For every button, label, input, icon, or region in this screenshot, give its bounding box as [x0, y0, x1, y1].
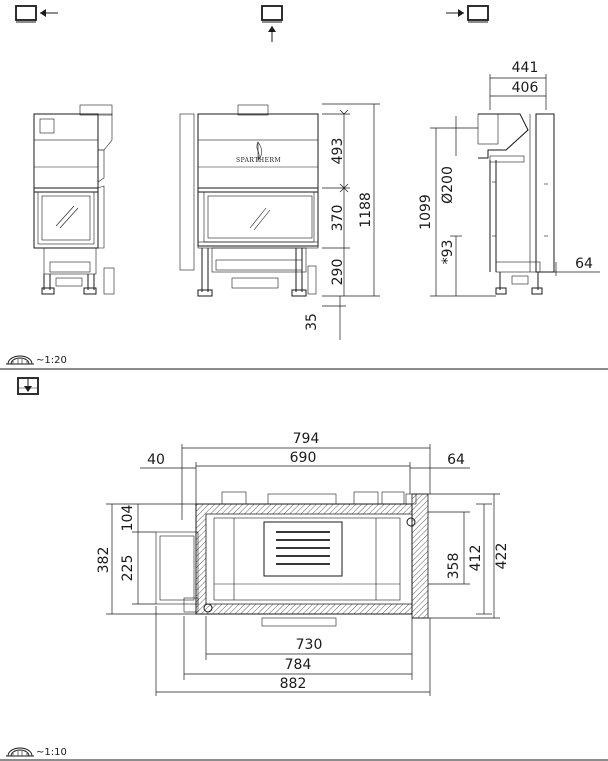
left-side-view	[33, 104, 115, 295]
dim-422: 422	[494, 543, 510, 570]
dim-40: 40	[147, 452, 165, 468]
scale-icon-2	[6, 747, 34, 757]
dim-493: 493	[330, 138, 346, 165]
dim-784: 784	[285, 657, 312, 673]
brand-logo-text: SPARTHERM	[236, 157, 281, 164]
dim-d200: Ø200	[440, 166, 456, 204]
dim-412: 412	[468, 545, 484, 572]
dim-382: 382	[96, 547, 112, 574]
dim-794: 794	[293, 431, 320, 447]
dim-64-plan: 64	[447, 452, 465, 468]
right-dimensions	[430, 74, 600, 297]
dim-1188: 1188	[358, 192, 374, 228]
plan-dimensions	[106, 444, 500, 696]
view-left-icon	[15, 5, 58, 23]
dim-290: 290	[330, 259, 346, 286]
dim-406: 406	[512, 80, 539, 96]
dim-882: 882	[280, 676, 307, 692]
dim-690: 690	[290, 450, 317, 466]
view-front-icon	[261, 5, 283, 42]
dim-104: 104	[120, 505, 136, 532]
dim-441: 441	[512, 60, 539, 76]
dim-35: 35	[304, 313, 320, 331]
dim-370: 370	[330, 205, 346, 232]
plan-view	[155, 491, 429, 627]
dim-64-side: 64	[575, 256, 593, 272]
scale-label-plan: ~1:10	[36, 747, 67, 758]
scale-icon	[6, 355, 34, 365]
dim-225: 225	[120, 555, 136, 582]
dim-1099: 1099	[418, 194, 434, 230]
view-right-icon	[446, 5, 489, 23]
right-side-view	[477, 113, 555, 295]
front-dimensions	[322, 103, 380, 340]
scale-label-front: ~1:20	[36, 355, 67, 366]
dim-730: 730	[296, 637, 323, 653]
front-view: SPARTHERM	[179, 104, 319, 297]
dim-358: 358	[446, 553, 462, 580]
dim-93: *93	[440, 240, 456, 265]
view-top-icon	[17, 377, 39, 395]
